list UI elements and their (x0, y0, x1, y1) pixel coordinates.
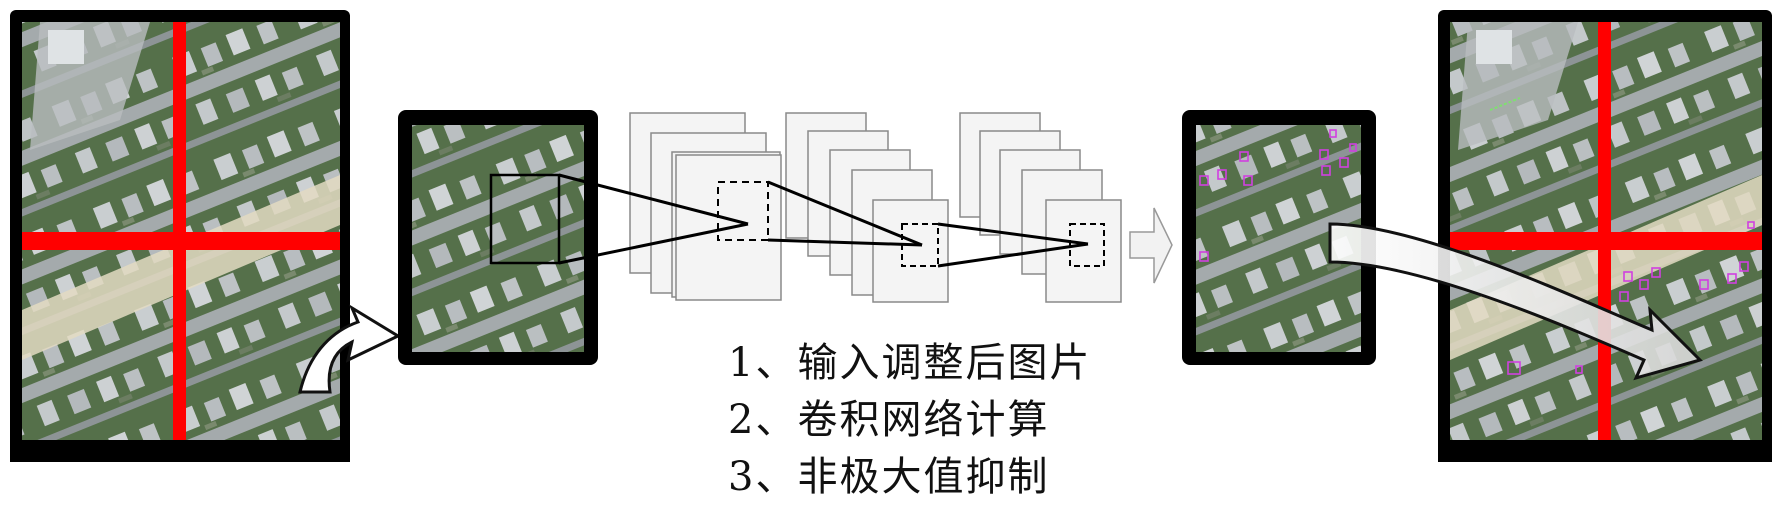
split-line-vertical (1598, 22, 1611, 440)
detection-tile (1182, 110, 1376, 365)
input-image (10, 10, 350, 462)
split-line-horizontal (1450, 232, 1762, 250)
feature-window-3 (1069, 223, 1105, 267)
curved-arrow-icon (298, 304, 402, 394)
feature-stack-1 (629, 112, 782, 301)
feature-stack-2 (785, 112, 949, 303)
curved-arrow-icon (1328, 222, 1703, 381)
split-line-horizontal (22, 232, 340, 250)
resized-tile (398, 110, 598, 365)
feature-stack-3 (959, 112, 1122, 303)
receptive-field-box (489, 173, 561, 265)
arrow-right-icon (1129, 207, 1173, 284)
step-list: 1、输入调整后图片 2、卷积网络计算 3、非极大值抑制 (728, 335, 1148, 506)
step-3-label: 3、非极大值抑制 (728, 454, 1050, 500)
projection-lines (558, 173, 1089, 268)
split-line-vertical (173, 22, 186, 440)
output-image (1438, 10, 1772, 462)
step-2-label: 2、卷积网络计算 (728, 397, 1050, 443)
step-1-label: 1、输入调整后图片 (728, 340, 1092, 386)
feature-window-1 (717, 181, 769, 241)
